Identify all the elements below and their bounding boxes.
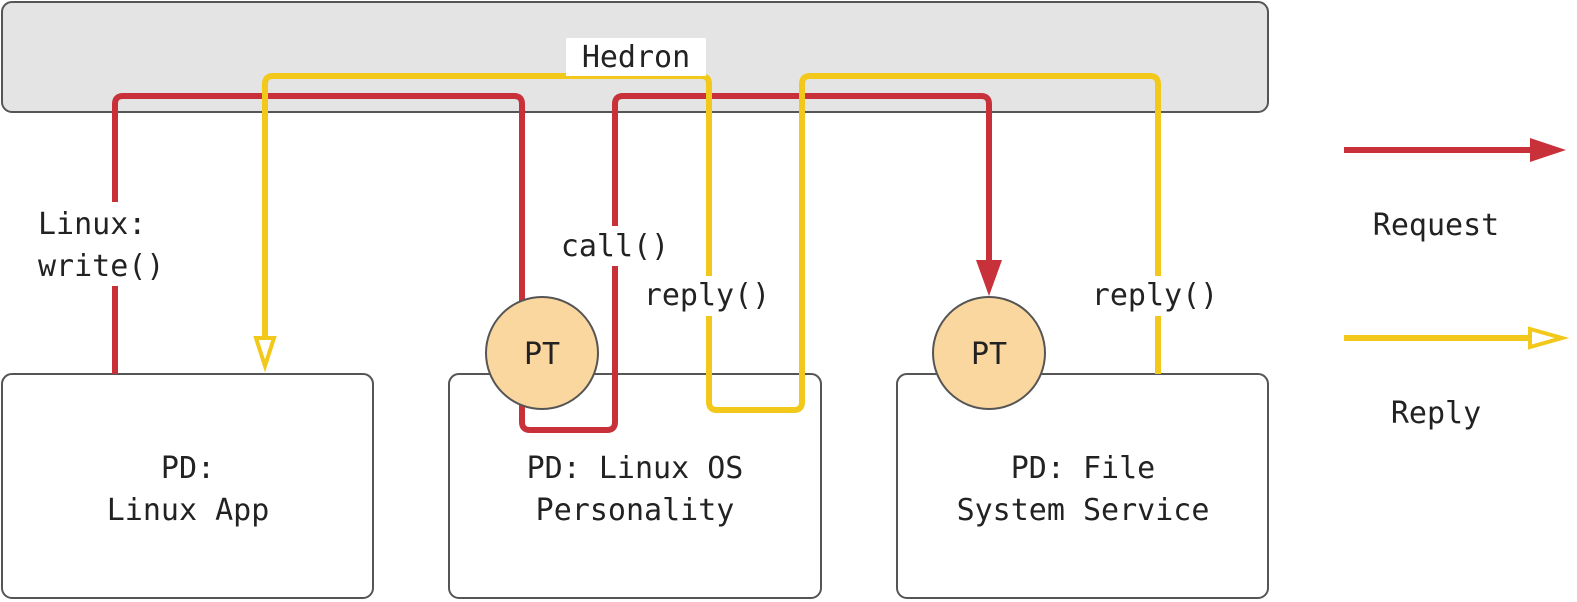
write-label-line1: Linux: [38,207,146,242]
reply-arrowhead-app [253,336,277,373]
write-label-gap [36,202,194,286]
portal-fs-circle [932,296,1046,410]
hedron-label: Hedron [582,40,690,75]
request-arrowhead-fs [976,260,1002,296]
pd-linux-app-box [1,373,374,599]
pd-linux-app-line1: PD: [161,451,215,486]
portal-os-label: PT [524,337,560,372]
hedron-label-gap [566,38,706,76]
pd-fs-service-line2: System Service [957,493,1210,528]
legend-request-arrowhead [1530,138,1566,162]
reply-fs-label: reply() [1092,278,1218,313]
reply-os-label-gap [630,276,784,316]
pd-fs-service-line1: PD: File [1011,451,1156,486]
portal-fs-label: PT [971,337,1007,372]
request-path-app-to-os [112,93,525,374]
legend-reply-arrowhead [1528,326,1570,350]
pd-linux-app-line2: Linux App [107,493,270,528]
reply-path [262,73,1161,413]
reply-fs-label-gap [1078,276,1232,316]
pd-linux-os-line2: Personality [536,493,735,528]
call-label-gap [550,226,680,266]
legend-request-label: Request [1373,208,1499,243]
pd-fs-service-box [896,373,1269,599]
reply-os-label: reply() [644,278,770,313]
pd-linux-os-line1: PD: Linux OS [527,451,744,486]
write-label-line2: write() [38,249,164,284]
portal-os-circle [485,296,599,410]
call-label: call() [561,229,669,264]
legend-reply-label: Reply [1391,396,1481,431]
